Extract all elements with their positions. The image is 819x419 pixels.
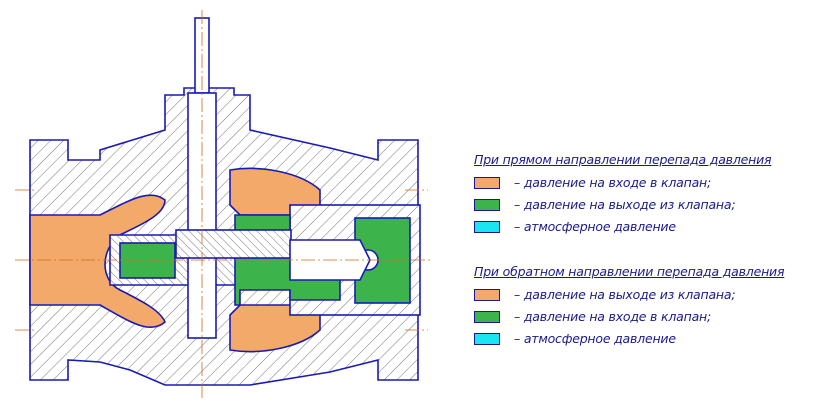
cyan-swatch bbox=[474, 221, 500, 233]
legend-label: – давление на выходе из клапана; bbox=[514, 287, 736, 302]
orange-swatch bbox=[474, 289, 500, 301]
inlet-pressure-region bbox=[29, 167, 321, 353]
legend-label: – атмосферное давление bbox=[514, 219, 676, 234]
legend-row: – давление на выходе из клапана; bbox=[474, 197, 804, 219]
legend-row: – атмосферное давление bbox=[474, 331, 804, 353]
green-swatch bbox=[474, 311, 500, 323]
legend-reverse-title: При обратном направлении перепада давлен… bbox=[474, 264, 785, 279]
cyan-swatch bbox=[474, 333, 500, 345]
legend-label: – давление на выходе из клапана; bbox=[514, 197, 736, 212]
legend-reverse: При обратном направлении перепада давлен… bbox=[474, 264, 804, 353]
legend-row: – давление на входе в клапан; bbox=[474, 309, 804, 331]
legend-direct: При прямом направлении перепада давления… bbox=[474, 152, 804, 241]
green-swatch bbox=[474, 199, 500, 211]
orange-swatch bbox=[474, 177, 500, 189]
legend-row: – давление на выходе из клапана; bbox=[474, 287, 804, 309]
legend-label: – давление на входе в клапан; bbox=[514, 309, 712, 324]
legend-row: – давление на входе в клапан; bbox=[474, 175, 804, 197]
legend-row: – атмосферное давление bbox=[474, 219, 804, 241]
legend-direct-title: При прямом направлении перепада давления bbox=[474, 152, 772, 167]
centerlines bbox=[15, 10, 430, 400]
legend-label: – давление на входе в клапан; bbox=[514, 175, 712, 190]
legend-label: – атмосферное давление bbox=[514, 331, 676, 346]
